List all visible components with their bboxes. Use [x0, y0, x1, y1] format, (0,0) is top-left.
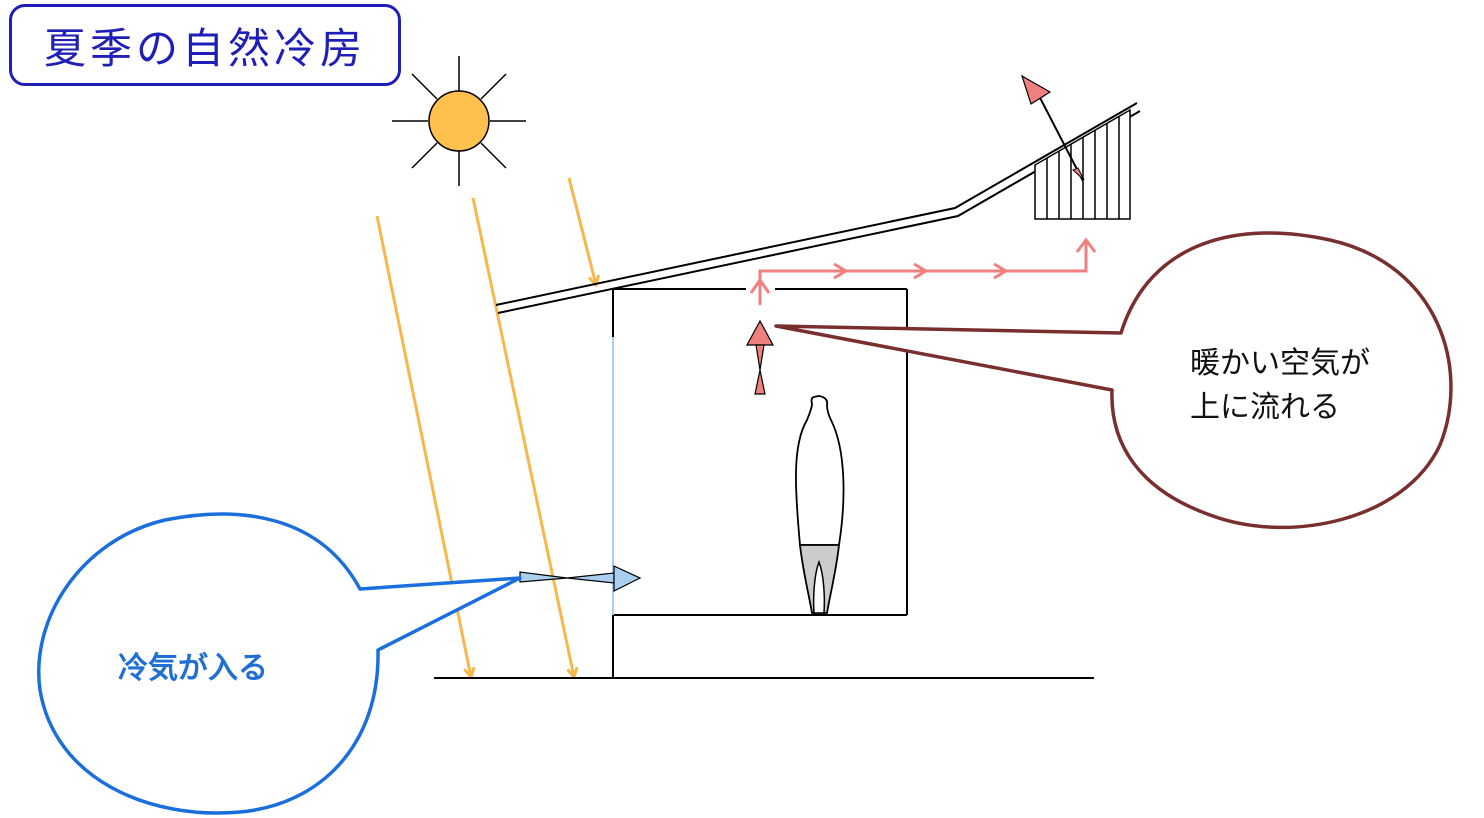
warm-air-callout-text: 暖かい空気が 上に流れる — [1190, 342, 1370, 430]
cool-air-arrow — [519, 565, 642, 592]
sun-ray — [567, 177, 596, 285]
exhaust-arrow — [1020, 74, 1052, 105]
warm-air-arrow — [745, 319, 775, 346]
roof-vent — [1034, 108, 1131, 220]
cool-air-callout-bubble — [37, 512, 522, 815]
warm-air-flow — [745, 74, 1097, 395]
sun-ray — [471, 197, 574, 677]
warm-air-callout-line1: 暖かい空気が — [1190, 346, 1370, 381]
warm-air-callout-bubble — [774, 231, 1453, 530]
warm-air-callout-line2: 上に流れる — [1190, 390, 1340, 425]
cool-air-callout-text: 冷気が入る — [118, 651, 268, 686]
sun-icon — [392, 56, 526, 186]
diagram-title: 夏季の自然冷房 — [43, 23, 366, 73]
diagram-title-box: 夏季の自然冷房 — [9, 4, 401, 86]
person-silhouette — [795, 395, 845, 614]
